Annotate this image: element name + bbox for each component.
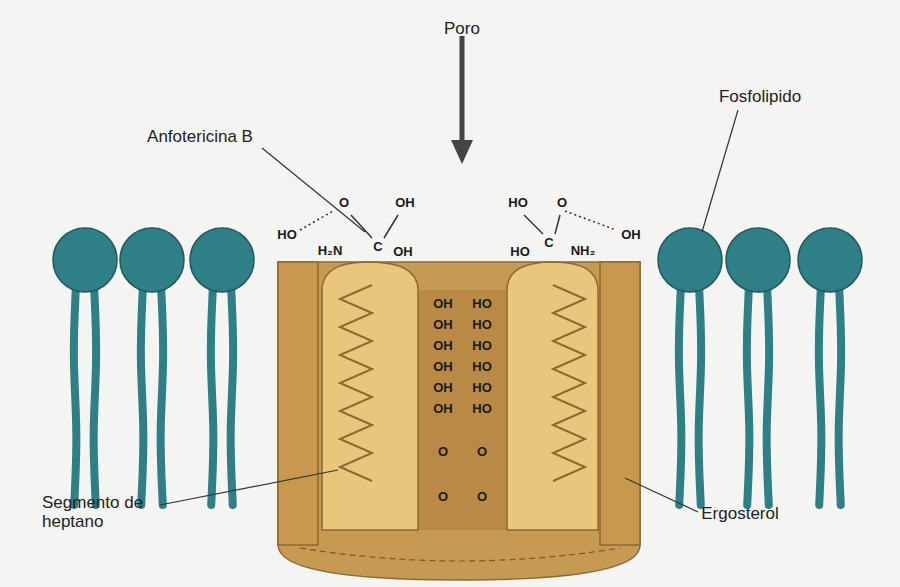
lipid-head: [726, 228, 790, 292]
chemical-group: HO: [508, 196, 528, 210]
chemical-group: OH: [433, 360, 453, 374]
pore-base: [278, 262, 640, 580]
pore-arrow: [460, 36, 465, 142]
leader-line: [262, 148, 365, 232]
heptane-chain: [553, 285, 585, 481]
part-label: Ergosterol: [701, 505, 778, 524]
pore-channel: [415, 290, 510, 530]
chemical-group: HO: [472, 339, 492, 353]
pore-arrowhead: [451, 140, 473, 164]
ergosterol-left: [278, 262, 318, 545]
chemical-group: HO: [472, 318, 492, 332]
bond-line: [524, 215, 543, 234]
part-label: Segmento de heptano: [42, 494, 172, 531]
lipid-head: [798, 228, 862, 292]
bond-line: [555, 215, 560, 234]
chemical-group: HO: [472, 360, 492, 374]
lipid-tail: [231, 285, 233, 505]
heptane-chain: [340, 285, 372, 481]
chemical-group: OH: [433, 402, 453, 416]
chemical-group: O: [557, 196, 567, 210]
lipid-tail: [819, 285, 821, 505]
chemical-group: OH: [621, 228, 641, 242]
lipid-tail: [141, 285, 143, 505]
chemical-group: HO: [472, 297, 492, 311]
chemical-group: HO: [277, 228, 297, 242]
chemical-group: HO: [472, 381, 492, 395]
amphotericin-right: [507, 262, 598, 530]
chemical-group: C: [373, 240, 382, 254]
lipid-head: [53, 228, 117, 292]
lipid-tail: [699, 285, 701, 505]
lipid-head: [120, 228, 184, 292]
lipid-tail: [747, 285, 749, 505]
chemical-group: O: [438, 445, 448, 459]
chemical-group: O: [477, 490, 487, 504]
part-label: Poro: [444, 20, 480, 39]
chemical-group: NH₂: [571, 244, 596, 258]
ergosterol-right: [600, 262, 640, 545]
chemical-group: O: [339, 196, 349, 210]
leader-line: [160, 470, 338, 505]
chemical-group: H₂N: [318, 244, 343, 258]
chemical-group: OH: [393, 245, 413, 259]
chemical-group: C: [544, 236, 553, 250]
bond-line: [384, 215, 398, 238]
ring-edge: [300, 548, 620, 561]
part-label: Anfotericina B: [147, 128, 253, 147]
chemical-group: OH: [433, 381, 453, 395]
amphotericin-left: [322, 262, 418, 530]
lipid-tail: [679, 285, 681, 505]
chemical-group: OH: [433, 318, 453, 332]
part-label: Fosfolipido: [719, 88, 801, 107]
lipid-tail: [211, 285, 213, 505]
hydrogen-bond: [300, 211, 333, 230]
bond-line: [351, 215, 372, 238]
chemical-group: OH: [433, 339, 453, 353]
lipid-tail: [839, 285, 841, 505]
lipid-head: [190, 228, 254, 292]
hydrogen-bond: [565, 211, 616, 230]
lipid-tail: [767, 285, 769, 505]
lipid-tail: [161, 285, 163, 505]
lipid-tail: [94, 285, 96, 505]
leader-line: [625, 478, 698, 512]
lipid-tail: [74, 285, 76, 505]
chemical-group: O: [477, 445, 487, 459]
chemical-group: HO: [472, 402, 492, 416]
chemical-group: HO: [510, 245, 530, 259]
leader-line: [702, 110, 738, 232]
chemical-group: OH: [395, 196, 415, 210]
chemical-group: OH: [433, 297, 453, 311]
lipid-head: [658, 228, 722, 292]
chemical-group: O: [438, 490, 448, 504]
heptane-zigzag: [340, 285, 585, 481]
